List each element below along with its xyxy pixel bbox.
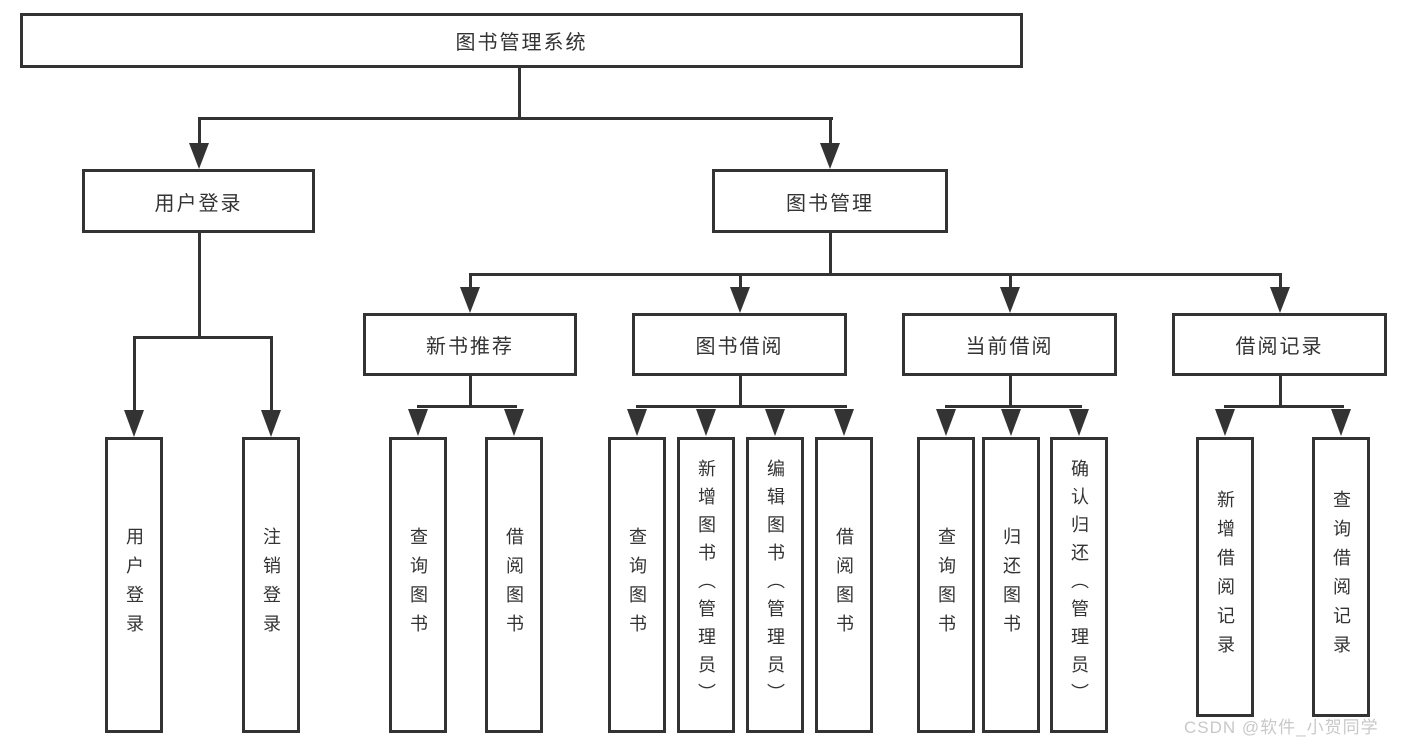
connector-current-borrow-crossbar bbox=[945, 405, 1082, 408]
arrowhead-leaf bbox=[1069, 409, 1089, 436]
csdn-watermark: CSDN @软件_小贺同学 bbox=[1184, 718, 1379, 737]
connector-user-login-stem bbox=[198, 233, 201, 336]
leaf-query-borrow-record: 查询借阅记录 bbox=[1312, 437, 1370, 717]
leaf-label: 新增借阅记录 bbox=[1215, 490, 1235, 664]
leaf-label: 编辑图书（管理员） bbox=[765, 459, 785, 711]
node-book-mgmt: 图书管理 bbox=[712, 169, 948, 233]
node-label: 图书管理 bbox=[786, 192, 874, 215]
arrowhead-user-login bbox=[189, 143, 209, 169]
arrowhead-leaf bbox=[936, 409, 956, 436]
leaf-add-book-admin: 新增图书（管理员） bbox=[677, 437, 735, 733]
node-book-borrow: 图书借阅 bbox=[632, 313, 847, 376]
arrowhead-leaf bbox=[1331, 409, 1351, 436]
leaf-label: 查询借阅记录 bbox=[1331, 490, 1351, 664]
leaf-label: 新增图书（管理员） bbox=[696, 459, 716, 711]
leaf-label: 用户登录 bbox=[124, 527, 144, 643]
connector-drop-borrow-records bbox=[1279, 273, 1282, 289]
connector-drop-user-login bbox=[198, 117, 201, 147]
leaf-label: 确认归还（管理员） bbox=[1069, 459, 1089, 711]
connector-book-borrow-stem bbox=[739, 376, 742, 407]
arrowhead-leaf bbox=[696, 409, 716, 436]
leaf-return-books: 归还图书 bbox=[982, 437, 1040, 733]
arrowhead-leaf bbox=[765, 409, 785, 436]
connector-drop-login-leaf bbox=[133, 336, 136, 411]
connector-drop-new-book bbox=[469, 273, 472, 289]
node-label: 当前借阅 bbox=[965, 336, 1054, 358]
leaf-label: 查询图书 bbox=[627, 527, 647, 643]
connector-book-mgmt-stem bbox=[829, 233, 832, 276]
leaf-label: 注销登录 bbox=[261, 527, 281, 643]
arrowhead-leaf bbox=[1001, 409, 1021, 436]
connector-drop-logout-leaf bbox=[270, 336, 273, 411]
leaf-label: 归还图书 bbox=[1001, 527, 1021, 643]
leaf-confirm-return-admin: 确认归还（管理员） bbox=[1050, 437, 1108, 733]
arrowhead-current-borrow bbox=[1000, 287, 1020, 313]
arrowhead-leaf bbox=[1215, 409, 1235, 436]
connector-book-borrow-crossbar bbox=[636, 405, 847, 408]
node-label: 新书推荐 bbox=[426, 336, 514, 358]
arrowhead-leaf bbox=[408, 409, 428, 436]
leaf-query-books-1: 查询图书 bbox=[389, 437, 447, 733]
leaf-label: 借阅图书 bbox=[834, 527, 854, 643]
arrowhead-leaf bbox=[834, 409, 854, 436]
arrowhead-book-mgmt bbox=[820, 143, 840, 169]
node-root-system: 图书管理系统 bbox=[20, 13, 1023, 68]
node-label: 图书借阅 bbox=[695, 336, 784, 358]
arrowhead-borrow-records bbox=[1270, 287, 1290, 313]
connector-drop-book-mgmt bbox=[829, 117, 832, 147]
leaf-user-login: 用户登录 bbox=[105, 437, 163, 733]
node-label: 借阅记录 bbox=[1235, 336, 1324, 358]
leaf-query-books-3: 查询图书 bbox=[917, 437, 975, 733]
leaf-edit-book-admin: 编辑图书（管理员） bbox=[746, 437, 804, 733]
connector-root-crossbar bbox=[198, 117, 833, 120]
connector-root-stem bbox=[518, 68, 521, 118]
arrowhead-leaf bbox=[504, 409, 524, 436]
leaf-label: 查询图书 bbox=[936, 527, 956, 643]
node-new-book-rec: 新书推荐 bbox=[363, 313, 577, 376]
arrowhead-login-leaf bbox=[124, 410, 144, 437]
arrowhead-book-borrow bbox=[730, 287, 750, 313]
leaf-label: 查询图书 bbox=[408, 527, 428, 643]
connector-new-book-stem bbox=[469, 376, 472, 407]
connector-level3-crossbar bbox=[469, 273, 1282, 276]
connector-drop-book-borrow bbox=[739, 273, 742, 289]
connector-drop-current-borrow bbox=[1009, 273, 1012, 289]
connector-user-login-crossbar bbox=[133, 336, 273, 339]
connector-borrow-records-crossbar bbox=[1224, 405, 1344, 408]
leaf-logout: 注销登录 bbox=[242, 437, 300, 733]
connector-new-book-crossbar bbox=[417, 405, 517, 408]
leaf-add-borrow-record: 新增借阅记录 bbox=[1196, 437, 1254, 717]
connector-current-borrow-stem bbox=[1009, 376, 1012, 407]
leaf-query-books-2: 查询图书 bbox=[608, 437, 666, 733]
node-current-borrow: 当前借阅 bbox=[902, 313, 1117, 376]
leaf-label: 借阅图书 bbox=[504, 527, 524, 643]
node-user-login: 用户登录 bbox=[82, 169, 315, 233]
leaf-borrow-books-1: 借阅图书 bbox=[485, 437, 543, 733]
leaf-borrow-books-2: 借阅图书 bbox=[815, 437, 873, 733]
connector-borrow-records-stem bbox=[1279, 376, 1282, 407]
node-label: 图书管理系统 bbox=[455, 32, 588, 54]
node-label: 用户登录 bbox=[154, 192, 243, 215]
arrowhead-leaf bbox=[627, 409, 647, 436]
arrowhead-logout-leaf bbox=[261, 410, 281, 437]
node-borrow-records: 借阅记录 bbox=[1172, 313, 1387, 376]
arrowhead-new-book bbox=[460, 287, 480, 313]
